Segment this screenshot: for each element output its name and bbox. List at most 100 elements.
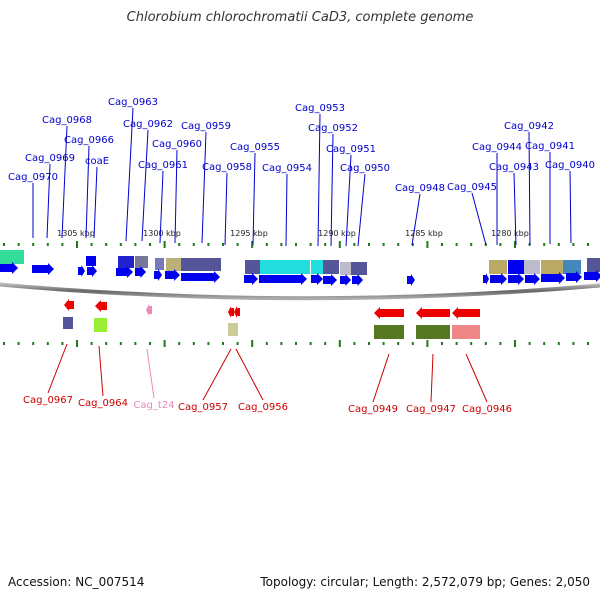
leader-line [125, 107, 134, 242]
forward-gene-arrow [32, 263, 54, 275]
tick-mark [207, 243, 210, 246]
gene-product-box [155, 258, 164, 270]
tick-mark [149, 243, 151, 246]
gene-product-box [351, 262, 367, 275]
forward-gene-label-cag-0959: Cag_0959 [181, 121, 231, 132]
leader-line [174, 149, 178, 244]
tick-mark [32, 342, 35, 345]
tick-mark [426, 241, 429, 248]
tick-mark [397, 243, 400, 246]
leader-line [569, 170, 572, 244]
tick-mark [17, 243, 20, 246]
tick-mark [134, 243, 137, 246]
leader-line [47, 343, 68, 394]
forward-gene-arrow [116, 266, 133, 278]
forward-gene-label-cag-0954: Cag_0954 [262, 163, 312, 174]
tick-mark [572, 243, 575, 246]
tick-mark [61, 243, 64, 246]
tick-mark [76, 340, 78, 347]
gene-product-box [452, 325, 480, 339]
tick-mark [543, 342, 546, 345]
forward-gene-label-cag-0948: Cag_0948 [395, 183, 445, 194]
tick-mark [149, 342, 151, 345]
tick-mark [105, 342, 108, 345]
gene-product-box [94, 318, 107, 332]
tick-mark [353, 243, 356, 246]
reverse-gene-label-cag-0957: Cag_0957 [178, 402, 228, 413]
tick-mark [265, 342, 268, 345]
reverse-gene-arrow [374, 307, 404, 319]
reverse-gene-arrow [452, 307, 480, 319]
tick-mark [17, 342, 20, 345]
tick-mark [309, 342, 312, 345]
gene-product-box [228, 323, 238, 336]
accession-text: Accession: NC_007514 [8, 575, 145, 589]
tick-mark [178, 342, 181, 345]
tick-mark [295, 243, 297, 246]
forward-gene-label-cag-0955: Cag_0955 [230, 142, 280, 153]
leader-line [330, 133, 334, 247]
forward-gene-label-cag-0942: Cag_0942 [504, 121, 554, 132]
gene-product-box [508, 260, 524, 274]
forward-gene-label-cag-0944: Cag_0944 [472, 142, 522, 153]
genome-title: Chlorobium chlorochromatii CaD3, complet… [126, 10, 474, 25]
forward-gene-arrow [508, 273, 524, 285]
reverse-gene-arrow [146, 304, 152, 316]
forward-gene-arrow [407, 274, 415, 286]
gene-product-box [374, 325, 404, 339]
forward-gene-label-cag-0952: Cag_0952 [308, 123, 358, 134]
gene-product-box [563, 260, 581, 274]
forward-gene-label-cag-0953: Cag_0953 [295, 103, 345, 114]
tick-mark [251, 241, 254, 248]
reverse-gene-label-cag-0947: Cag_0947 [406, 404, 456, 415]
tick-mark [382, 342, 385, 345]
tick-mark [368, 342, 370, 345]
leader-line [317, 113, 321, 247]
scale-label: 1285 kbp [405, 229, 443, 238]
tick-mark [368, 243, 370, 246]
tick-mark [295, 342, 297, 345]
tick-mark [411, 243, 414, 246]
tick-mark [61, 342, 64, 345]
reverse-gene-label-cag-0949: Cag_0949 [348, 404, 398, 415]
gene-product-box [260, 260, 310, 274]
leader-line [411, 193, 421, 246]
forward-gene-arrow [87, 265, 97, 277]
leader-line [513, 172, 517, 246]
tick-mark [470, 342, 473, 345]
leader-line [224, 172, 228, 246]
leader-line [202, 348, 232, 401]
leader-line [201, 131, 207, 244]
tick-mark [557, 243, 560, 246]
forward-gene-arrow [181, 271, 220, 283]
reverse-gene-arrow [234, 306, 240, 318]
forward-gene-arrow [584, 270, 600, 282]
forward-gene-arrow [323, 274, 337, 286]
forward-gene-label-cag-0962: Cag_0962 [123, 119, 173, 130]
tick-mark [265, 243, 268, 246]
leader-line [85, 145, 90, 239]
tick-mark [587, 342, 589, 345]
leader-line [61, 125, 68, 239]
forward-gene-label-cag-0961: Cag_0961 [138, 160, 188, 171]
gene-product-box [135, 256, 148, 268]
tick-mark [192, 342, 195, 345]
forward-gene-label-cag-0963: Cag_0963 [108, 97, 158, 108]
tick-mark [557, 342, 560, 345]
tick-mark [338, 340, 341, 347]
tick-mark [119, 342, 122, 345]
scale-label: 1305 kbp [57, 229, 95, 238]
tick-mark [251, 340, 254, 347]
tick-mark [76, 241, 78, 248]
tick-mark [528, 342, 531, 345]
forward-gene-label-cag-0941: Cag_0941 [525, 141, 575, 152]
forward-gene-arrow [311, 273, 323, 285]
tick-mark [46, 243, 49, 246]
genome-summary-text: Topology: circular; Length: 2,572,079 bp… [260, 575, 590, 589]
leader-line [141, 129, 149, 242]
gene-product-box [340, 262, 351, 275]
tick-mark [455, 243, 458, 246]
tick-mark [222, 342, 224, 345]
gene-product-box [0, 250, 24, 264]
gene-product-box [489, 260, 507, 274]
